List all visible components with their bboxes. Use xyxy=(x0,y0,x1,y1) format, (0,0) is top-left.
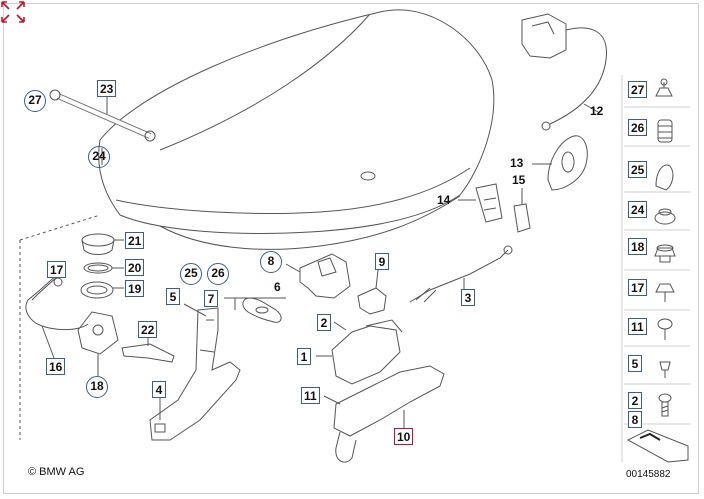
callout-21[interactable]: 21 xyxy=(125,232,145,249)
callout-9[interactable]: 9 xyxy=(375,253,389,270)
callout-12[interactable]: 12 xyxy=(590,104,604,118)
callout-10[interactable]: 10 xyxy=(394,428,414,445)
copyright-notice: © BMW AG xyxy=(28,466,85,478)
callout-24[interactable]: 24 xyxy=(88,146,110,168)
callout-13[interactable]: 13 xyxy=(510,156,524,170)
sidebar-callout-27[interactable]: 27 xyxy=(628,81,648,98)
callout-26[interactable]: 26 xyxy=(207,263,229,285)
callout-11[interactable]: 11 xyxy=(301,387,320,404)
callout-19[interactable]: 19 xyxy=(125,280,145,297)
callout-18[interactable]: 18 xyxy=(86,376,108,398)
sidebar-callout-5[interactable]: 5 xyxy=(628,355,642,372)
callout-25[interactable]: 25 xyxy=(180,263,202,285)
callout-16[interactable]: 16 xyxy=(46,358,66,375)
sidebar-callout-17[interactable]: 17 xyxy=(628,279,648,296)
callout-14[interactable]: 14 xyxy=(437,193,451,207)
sidebar-callout-24[interactable]: 24 xyxy=(628,201,648,218)
callout-22[interactable]: 22 xyxy=(138,321,158,338)
callout-3[interactable]: 3 xyxy=(461,289,475,306)
callout-2[interactable]: 2 xyxy=(317,314,331,331)
callout-15[interactable]: 15 xyxy=(512,173,526,187)
sidebar-callout-25[interactable]: 25 xyxy=(628,161,648,178)
document-number: 00145882 xyxy=(626,469,671,480)
sidebar-callout-8[interactable]: 8 xyxy=(628,411,642,428)
sidebar-callout-18[interactable]: 18 xyxy=(628,238,648,255)
callout-17[interactable]: 17 xyxy=(47,261,67,278)
sidebar-callout-26[interactable]: 26 xyxy=(628,119,648,136)
sidebar-callout-11[interactable]: 11 xyxy=(628,318,647,335)
expand-view-icon[interactable] xyxy=(0,0,26,24)
callout-8[interactable]: 8 xyxy=(260,251,282,273)
sidebar-callout-2[interactable]: 2 xyxy=(628,392,642,409)
callout-23[interactable]: 23 xyxy=(97,80,117,97)
callout-4[interactable]: 4 xyxy=(152,381,166,398)
callout-7[interactable]: 7 xyxy=(204,290,218,307)
callout-5[interactable]: 5 xyxy=(166,288,180,305)
callout-6[interactable]: 6 xyxy=(274,280,281,294)
callout-1[interactable]: 1 xyxy=(297,348,311,365)
callout-20[interactable]: 20 xyxy=(125,259,145,276)
callout-27[interactable]: 27 xyxy=(24,90,46,112)
trunk-lid-outline xyxy=(98,9,495,234)
diagram-frame xyxy=(3,3,699,494)
